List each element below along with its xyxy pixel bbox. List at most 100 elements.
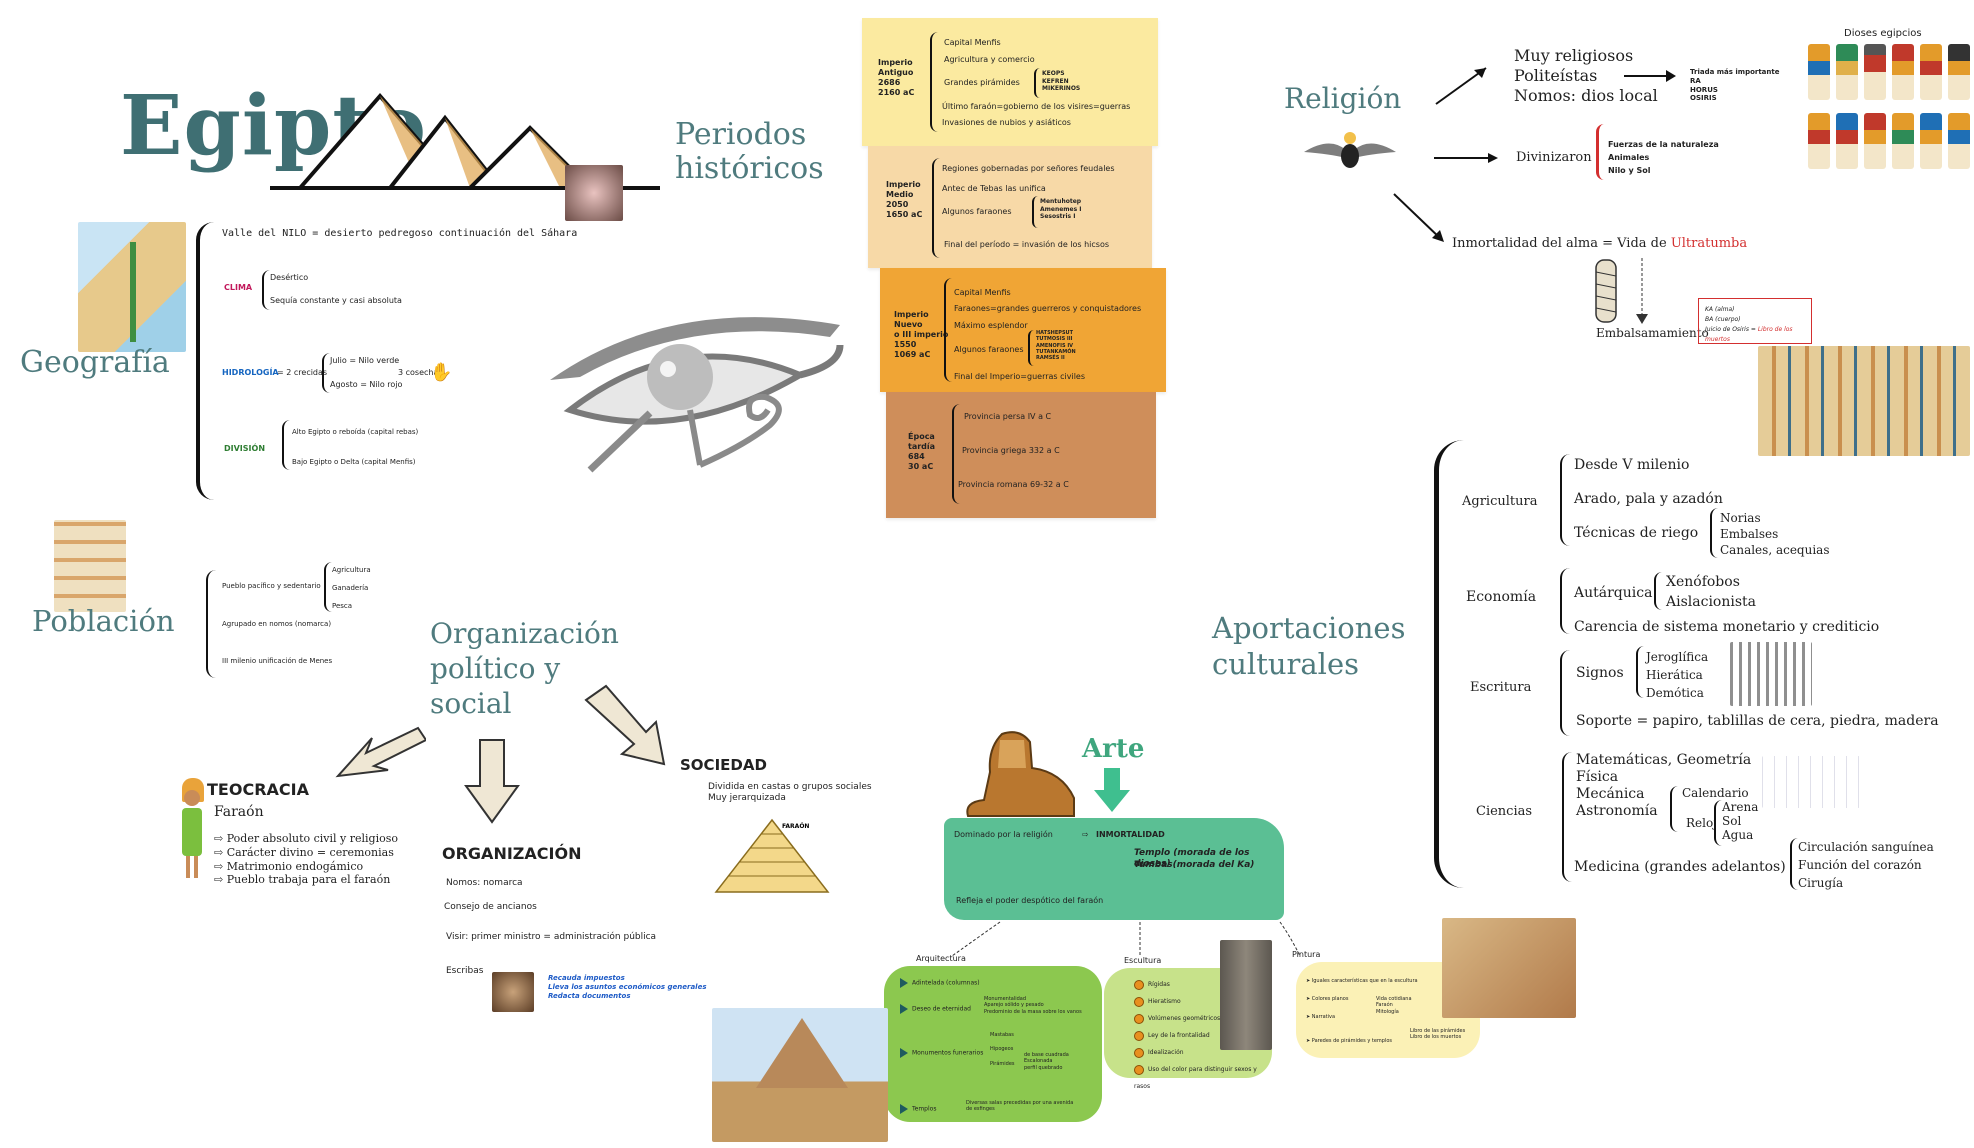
divinizaron-label: Divinizaron: [1516, 150, 1592, 165]
egyptian-painting-photo: [1442, 918, 1576, 1018]
antiguo-label-1: Imperio: [878, 58, 913, 67]
embalsamamiento-label: Embalsamamiento: [1596, 326, 1709, 340]
sculpture-photo: [1220, 940, 1272, 1050]
arte-summary-box: Dominado por la religión ⇨ INMORTALIDAD …: [944, 818, 1284, 920]
ciencias-1: Matemáticas, Geometría: [1576, 752, 1752, 768]
arq-templos: Diversas salas precedidas por una avenid…: [966, 1100, 1074, 1113]
arrow-down-icon: [464, 739, 520, 824]
poblacion-agrupado: Agrupado en nomos (nomarca): [222, 620, 332, 628]
organizacion-title-2: político y: [430, 652, 561, 685]
periodos-title-1: Periodos: [675, 117, 807, 152]
kefren: KEFREN: [1042, 77, 1069, 85]
arquitectura-label: Arquitectura: [916, 954, 966, 963]
ciencias-4: Astronomía: [1576, 803, 1658, 819]
inmortalidad-text: Inmortalidad del alma = Vida de: [1452, 236, 1671, 251]
esc-item-1: Rígidas: [1148, 981, 1170, 988]
antiguo-item-1: Capital Menfis: [944, 38, 1001, 47]
teocracia-faraon: Faraón: [214, 804, 264, 820]
nuevo-label-2: Nuevo: [894, 320, 923, 329]
medio-label-3: 2050: [886, 200, 909, 209]
aportaciones-title-2: culturales: [1212, 647, 1359, 681]
medicina-3: Cirugía: [1798, 876, 1844, 890]
escritura-label: Escritura: [1470, 680, 1532, 695]
sociedad-title: SOCIEDAD: [680, 756, 767, 774]
agricultura-item-3: Técnicas de riego: [1574, 525, 1699, 541]
teocracia-item-1: ⇨ Poder absoluto civil y religioso: [214, 832, 398, 845]
hand-seed-icon: ✋: [430, 362, 453, 383]
esc-item-5: Idealización: [1148, 1049, 1184, 1056]
nuevo-item-5: Final del Imperio=guerras civiles: [954, 372, 1086, 381]
arq-funerario-1: Mastabas: [990, 1032, 1014, 1038]
medicina-label: Medicina (grandes adelantos): [1574, 859, 1786, 875]
escribas-item-1: Recauda impuestos: [548, 974, 625, 982]
ultratumba-text: Ultratumba: [1670, 236, 1748, 251]
poblacion-brace: [206, 570, 216, 678]
medio-item-4: Final del período = invasión de los hics…: [944, 240, 1110, 249]
nuevo-item-4: Algunos faraones: [954, 345, 1024, 354]
inmortalidad-line: Inmortalidad del alma = Vida de Ultratum…: [1452, 236, 1747, 253]
arte-refleja: Refleja el poder despótico del faraón: [956, 896, 1104, 905]
hatshepsut: HATSHEPSUT: [1036, 330, 1074, 336]
signos-label: Signos: [1576, 665, 1624, 681]
triada-arrow: [1624, 70, 1676, 82]
antiguo-item-5: Invasiones de nubios y asiáticos: [942, 118, 1071, 127]
arq-item-1: Adintelada (columnas): [912, 979, 980, 987]
agricultura-label: Agricultura: [1462, 494, 1538, 509]
escribas-label: Escribas: [446, 966, 484, 976]
medio-label-2: Medio: [886, 190, 914, 199]
ka-line-2: BA (cuerpo): [1705, 316, 1741, 323]
sociedad-item-1: Dividida en castas o grupos sociales: [708, 782, 872, 792]
reloj-label: Reloj: [1686, 816, 1717, 830]
arq-funerario-3: Pirámides: [990, 1060, 1015, 1067]
scribe-statue-image: [492, 972, 534, 1012]
arrow-left-icon: [335, 726, 426, 778]
medicina-brace: [1790, 838, 1798, 890]
mummy-icon: [1595, 258, 1648, 324]
arte-branch-lines: [951, 921, 1301, 957]
autarquica-1: Xenófobos: [1666, 574, 1740, 590]
antiguo-label-4: 2160 aC: [878, 88, 915, 97]
libro-muertos: Libro de los muertos: [1705, 326, 1793, 343]
tutmosis: TUTMOSIS III: [1036, 336, 1073, 343]
astronomia-brace: [1670, 786, 1678, 832]
soporte-text: Soporte = papiro, tablillas de cera, pie…: [1576, 713, 1939, 729]
egyptian-wall-painting-image: [54, 520, 126, 612]
arrow-right-icon: [584, 684, 666, 766]
arte-title: Arte: [1082, 734, 1145, 764]
tardia-label-2: tardía: [908, 442, 936, 451]
nuevo-item-3: Máximo esplendor: [954, 321, 1028, 330]
mentuhotep: Mentuhotep: [1040, 198, 1082, 205]
geografia-brace: [196, 222, 214, 500]
pintura-label: Pintura: [1292, 950, 1321, 959]
reloj-3: Agua: [1722, 828, 1754, 842]
poblacion-actividad-1: Agricultura: [332, 566, 371, 574]
medio-label-1: Imperio: [886, 180, 921, 189]
pint-narrativa-2: Faraón: [1376, 1002, 1393, 1009]
division-label: DIVISIÓN: [224, 444, 266, 453]
winged-scarab-icon: [1304, 132, 1396, 168]
clima-item-1: Desértico: [270, 273, 309, 282]
organizacion-title-3: social: [430, 687, 512, 720]
reloj-2: Sol: [1722, 814, 1742, 828]
keops: KEOPS: [1042, 70, 1065, 77]
religion-item-1: Muy religiosos: [1514, 46, 1634, 65]
aportaciones-brace: [1434, 440, 1464, 888]
antiguo-item-4: Último faraón=gobierno de los visires=gu…: [942, 102, 1131, 111]
mikerinos: MIKERINOS: [1042, 85, 1081, 92]
sesostris: Sesostris I: [1040, 213, 1076, 220]
nuevo-item-2: Faraones=grandes guerreros y conquistado…: [954, 304, 1142, 313]
signos-1: Jeroglífica: [1646, 650, 1709, 664]
religion-arrow-up: [1435, 67, 1487, 105]
escritura-brace: [1560, 650, 1570, 736]
arq-piramide-2: Escalonada: [1024, 1058, 1053, 1065]
triada-osiris: OSIRIS: [1690, 94, 1717, 103]
pint-narrativa-1: Vida cotidiana: [1376, 996, 1412, 1002]
religion-item-2: Politeístas: [1514, 66, 1598, 85]
ciencias-3: Mecánica: [1576, 786, 1645, 802]
arquitectura-box: Adintelada (columnas) Deseo de eternidad…: [884, 966, 1102, 1122]
religion-item-3: Nomos: dios local: [1514, 86, 1658, 105]
